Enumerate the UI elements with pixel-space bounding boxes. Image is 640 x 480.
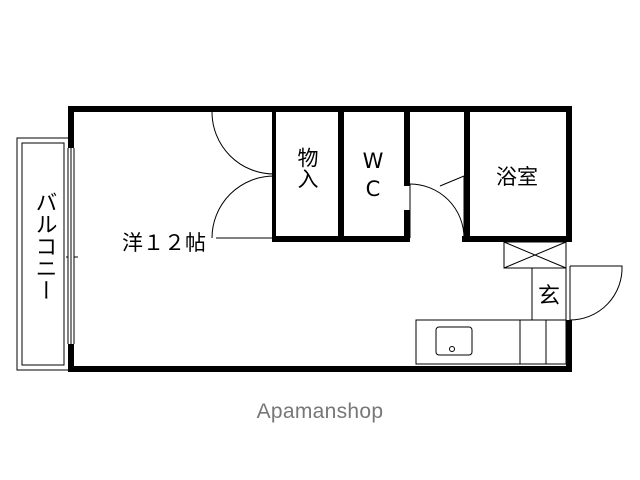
wc-label-w: W: [363, 149, 384, 173]
storage-door: [211, 111, 275, 239]
wc-door: [409, 183, 465, 239]
western-room-label: 洋１２帖: [122, 231, 206, 255]
balcony: バルコニー: [16, 137, 78, 371]
entrance: 玄: [531, 265, 623, 321]
balcony-label: バルコニー: [32, 191, 57, 301]
shoe-box: [503, 241, 567, 269]
bathroom-label: 浴室: [496, 165, 538, 189]
entrance-label: 玄: [538, 284, 560, 309]
brand-watermark: Apamanshop: [256, 400, 384, 423]
bath-door: [439, 175, 465, 236]
wc-label-c: C: [366, 177, 381, 201]
storage-label: 物入: [295, 147, 319, 189]
kitchen-counter: [415, 319, 567, 365]
